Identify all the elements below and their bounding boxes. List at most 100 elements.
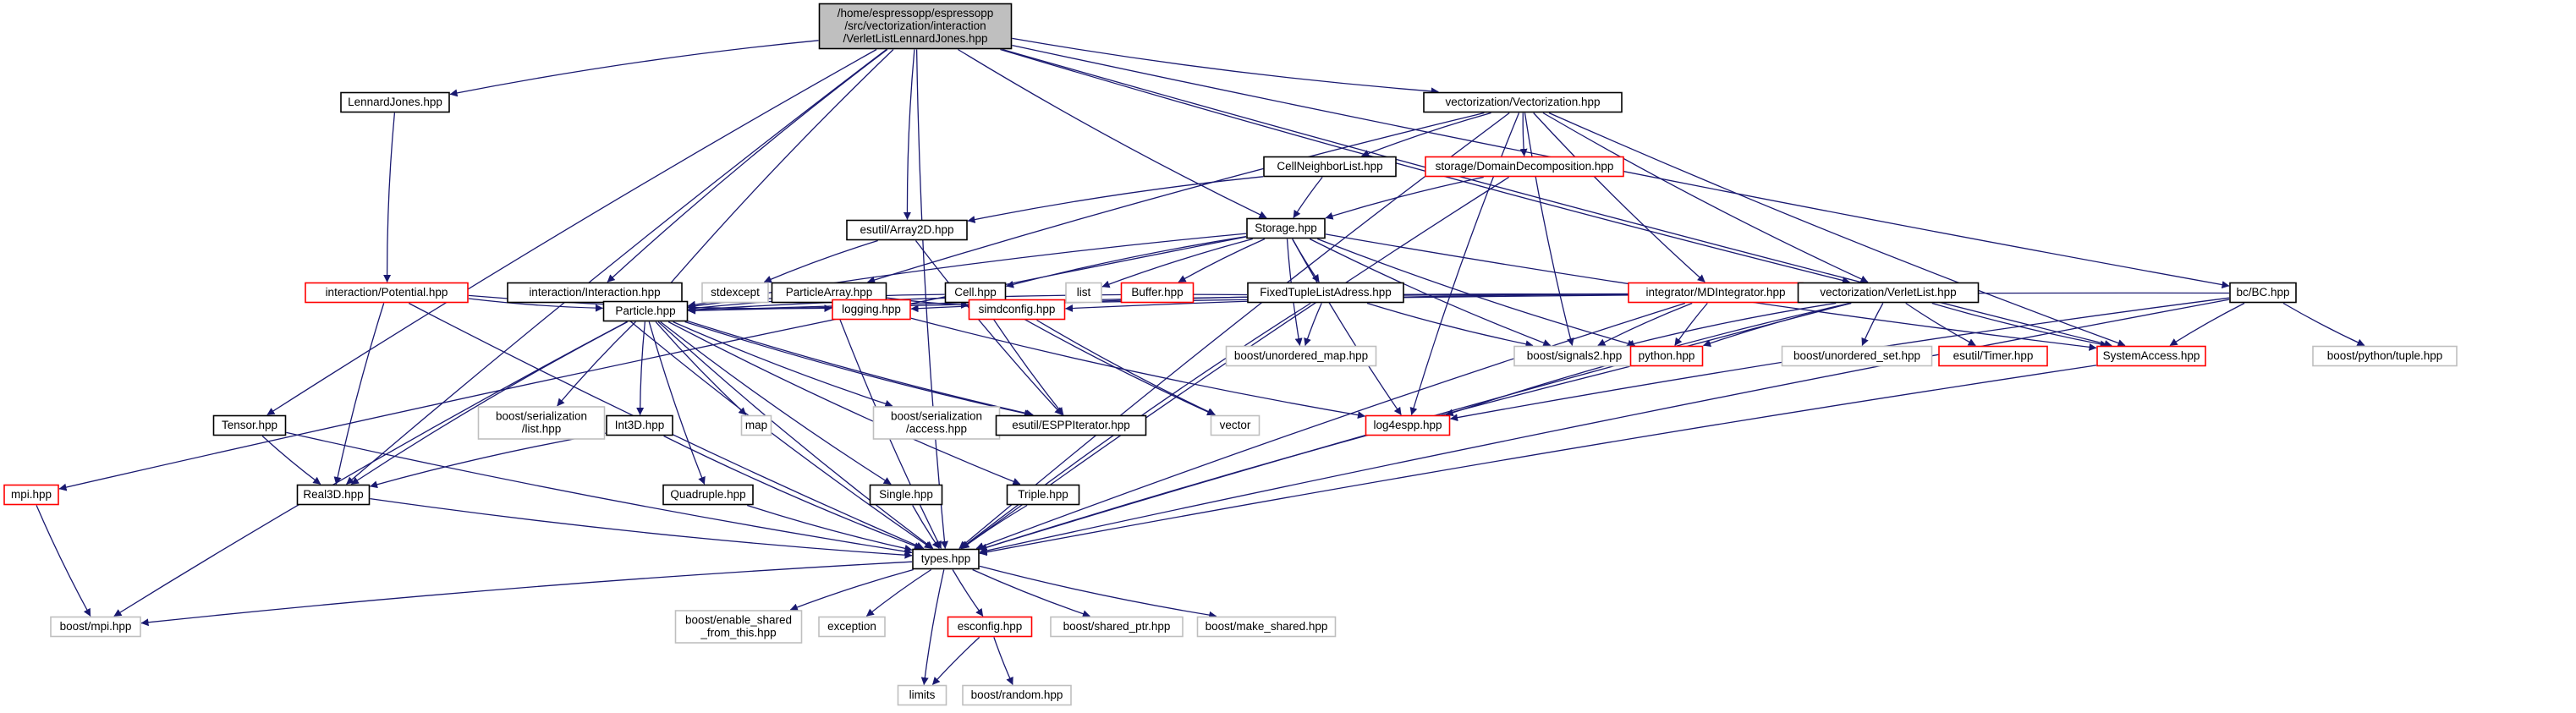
node-potential[interactable]: interaction/Potential.hpp xyxy=(305,282,469,304)
node-label: ParticleArray.hpp xyxy=(786,286,873,299)
node-dd[interactable]: storage/DomainDecomposition.hpp xyxy=(1425,156,1624,178)
node-bc[interactable]: bc/BC.hpp xyxy=(2229,282,2297,304)
edge-particle-to-single xyxy=(660,321,892,485)
edge-python-to-types xyxy=(979,365,1630,551)
edge-types-to-enable_shared xyxy=(789,568,914,612)
node-label: boost/signals2.hpp xyxy=(1527,349,1623,362)
edge-storage-to-buffer xyxy=(1178,238,1266,283)
node-label: limits xyxy=(909,688,936,701)
edge-storage-to-log4espp xyxy=(1292,239,1402,415)
node-label: esutil/Timer.hpp xyxy=(1953,349,2034,362)
node-timer[interactable]: esutil/Timer.hpp xyxy=(1938,345,2048,367)
node-cnl[interactable]: CellNeighborList.hpp xyxy=(1263,156,1397,178)
node-pytuple: boost/python/tuple.hpp xyxy=(2312,345,2458,367)
node-box xyxy=(1263,156,1397,178)
node-logging[interactable]: logging.hpp xyxy=(832,299,911,321)
node-box xyxy=(818,3,1013,50)
node-tensor[interactable]: Tensor.hpp xyxy=(212,414,287,436)
node-label: Int3D.hpp xyxy=(615,419,665,431)
edge-verlet-to-signals2 xyxy=(1626,302,1837,348)
edge-esconfig-to-random xyxy=(993,637,1013,685)
node-label: boost/shared_ptr.hpp xyxy=(1063,620,1171,633)
node-label: bc/BC.hpp xyxy=(2236,286,2289,299)
node-triple[interactable]: Triple.hpp xyxy=(1006,484,1080,506)
node-types[interactable]: types.hpp xyxy=(912,548,980,570)
edge-logging-to-log4espp xyxy=(910,317,1365,420)
node-real3d[interactable]: Real3D.hpp xyxy=(296,484,371,506)
node-label: FixedTupleListAdress.hpp xyxy=(1260,286,1392,299)
node-box xyxy=(2312,345,2458,367)
node-label: esconfig.hpp xyxy=(958,620,1023,633)
node-label: CellNeighborList.hpp xyxy=(1277,160,1382,173)
node-arr2d[interactable]: esutil/Array2D.hpp xyxy=(846,219,968,241)
node-espp_iter[interactable]: esutil/ESPPIterator.hpp xyxy=(995,414,1147,436)
node-sertlist: boost/serialization/list.hpp xyxy=(477,406,606,440)
node-box xyxy=(305,282,469,304)
node-buffer[interactable]: Buffer.hpp xyxy=(1120,282,1195,304)
node-mpi[interactable]: mpi.hpp xyxy=(3,484,59,506)
node-root[interactable]: /home/espressopp/espressopp/src/vectoriz… xyxy=(818,3,1013,50)
node-box xyxy=(3,484,59,506)
node-single[interactable]: Single.hpp xyxy=(869,484,943,506)
node-label: esutil/Array2D.hpp xyxy=(860,223,953,236)
node-label: boost/mpi.hpp xyxy=(60,620,132,633)
edge-storage-to-list xyxy=(1101,238,1253,288)
edge-triple-to-types xyxy=(961,504,1028,550)
node-lj[interactable]: LennardJones.hpp xyxy=(340,91,450,113)
node-mdint[interactable]: integrator/MDIntegrator.hpp xyxy=(1628,282,1804,304)
edge-particle-to-quadruple xyxy=(648,321,706,485)
node-enable_shared: boost/enable_shared_from_this.hpp xyxy=(674,610,803,644)
edge-int3d-to-types xyxy=(663,435,922,550)
edge-int3d-to-real3d xyxy=(370,432,607,489)
node-int3d[interactable]: Int3D.hpp xyxy=(606,414,673,436)
edge-dd-to-storage xyxy=(1325,176,1484,220)
node-box xyxy=(995,414,1147,436)
node-label: boost/unordered_map.hpp xyxy=(1234,349,1368,362)
edge-cnl-to-storage xyxy=(1293,177,1323,218)
node-verlet[interactable]: vectorization/VerletList.hpp xyxy=(1797,282,1980,304)
edge-root-to-real3d xyxy=(346,48,887,485)
node-particlearray[interactable]: ParticleArray.hpp xyxy=(771,282,887,304)
node-esconfig[interactable]: esconfig.hpp xyxy=(947,616,1033,638)
edge-particle-to-seraccess xyxy=(673,321,893,408)
node-python[interactable]: python.hpp xyxy=(1629,345,1704,367)
node-quadruple[interactable]: Quadruple.hpp xyxy=(662,484,754,506)
node-box xyxy=(1425,156,1624,178)
edge-root-to-verlet xyxy=(1000,48,1850,284)
node-make_shared: boost/make_shared.hpp xyxy=(1196,616,1337,638)
node-storage[interactable]: Storage.hpp xyxy=(1246,217,1326,239)
edge-root-to-lj xyxy=(449,40,819,97)
node-label: types.hpp xyxy=(921,552,971,565)
edge-verlet-to-python xyxy=(1703,302,1852,348)
edge-fixedtuple-to-unordered_map xyxy=(1304,303,1322,346)
node-label: log4espp.hpp xyxy=(1373,419,1442,431)
node-log4espp[interactable]: log4espp.hpp xyxy=(1365,414,1451,436)
node-label: interaction/Interaction.hpp xyxy=(529,286,660,299)
node-simdconfig[interactable]: simdconfig.hpp xyxy=(968,299,1066,321)
node-interaction[interactable]: interaction/Interaction.hpp xyxy=(507,282,683,304)
node-stdexcept: stdexcept xyxy=(701,282,769,304)
node-label: Storage.hpp xyxy=(1255,222,1317,234)
node-label: simdconfig.hpp xyxy=(979,303,1056,315)
edge-particle-to-types xyxy=(657,321,934,550)
edge-vec-to-cnl xyxy=(1361,112,1491,157)
node-box xyxy=(1629,345,1704,367)
node-label: boost/serialization xyxy=(496,410,587,423)
node-particle[interactable]: Particle.hpp xyxy=(602,300,689,322)
node-box xyxy=(602,300,689,322)
edge-particle-to-bmpi xyxy=(113,321,628,617)
node-sysaccess[interactable]: SystemAccess.hpp xyxy=(2096,345,2206,367)
node-bmpi: boost/mpi.hpp xyxy=(50,616,141,638)
edge-storage-to-mpi xyxy=(58,236,1247,491)
node-box xyxy=(1246,217,1326,239)
node-vec[interactable]: vectorization/Vectorization.hpp xyxy=(1423,91,1623,113)
node-label: Single.hpp xyxy=(879,488,933,501)
node-fixedtuple[interactable]: FixedTupleListAdress.hpp xyxy=(1247,282,1404,304)
node-box xyxy=(1247,282,1404,304)
node-cell[interactable]: Cell.hpp xyxy=(944,282,1007,304)
node-box xyxy=(740,414,772,436)
node-label: vectorization/VerletList.hpp xyxy=(1820,286,1956,299)
edge-bc-to-types xyxy=(979,299,2230,555)
edge-potential-to-particle xyxy=(468,298,603,312)
